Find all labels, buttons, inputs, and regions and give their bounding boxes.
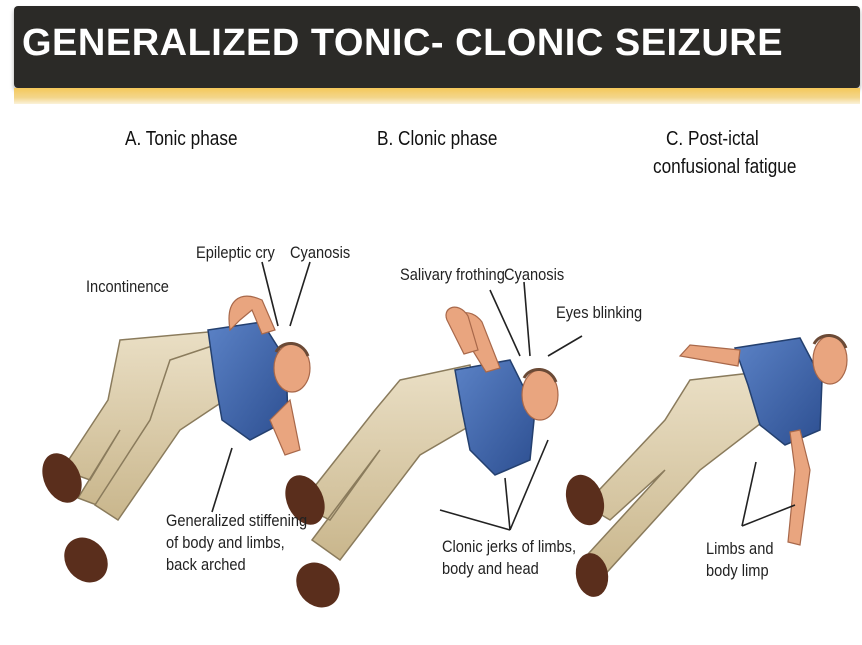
leader-eyes-blinking — [548, 336, 582, 356]
phase-c-heading-line2: confusional fatigue — [653, 154, 796, 180]
label-clonic-jerks-line2: body and head — [442, 558, 539, 580]
leader-cyanosis-b — [524, 282, 530, 356]
label-stiffening-line1: Generalized stiffening — [166, 510, 307, 532]
figure-b-shoe — [287, 554, 348, 616]
label-stiffening-line2: of body and limbs, — [166, 532, 285, 554]
figure-post-ictal — [559, 335, 847, 599]
figure-c-arm — [680, 345, 740, 366]
phase-b-heading: B. Clonic phase — [377, 126, 497, 152]
leader-stiffening — [212, 448, 232, 512]
label-epileptic-cry: Epileptic cry — [196, 242, 275, 264]
figure-b-legs — [300, 365, 480, 560]
figure-a-shoe — [55, 529, 116, 591]
label-incontinence: Incontinence — [86, 276, 169, 298]
label-stiffening-line3: back arched — [166, 554, 246, 576]
leader-clonic-jerks — [440, 510, 510, 530]
phase-c-heading-line1: C. Post-ictal — [666, 126, 759, 152]
label-limbs-limp-line1: Limbs and — [706, 538, 773, 560]
leader-salivary-frothing — [490, 290, 520, 356]
leader-limbs-limp — [742, 462, 756, 526]
label-cyanosis-b: Cyanosis — [504, 264, 564, 286]
label-cyanosis-a: Cyanosis — [290, 242, 350, 264]
label-limbs-limp-line2: body limp — [706, 560, 769, 582]
leader-cyanosis-a — [290, 262, 310, 326]
label-eyes-blinking: Eyes blinking — [556, 302, 642, 324]
phase-a-heading: A. Tonic phase — [125, 126, 238, 152]
label-salivary-frothing: Salivary frothing — [400, 264, 505, 286]
figure-c-shoe — [559, 469, 611, 530]
label-clonic-jerks-line1: Clonic jerks of limbs, — [442, 536, 576, 558]
